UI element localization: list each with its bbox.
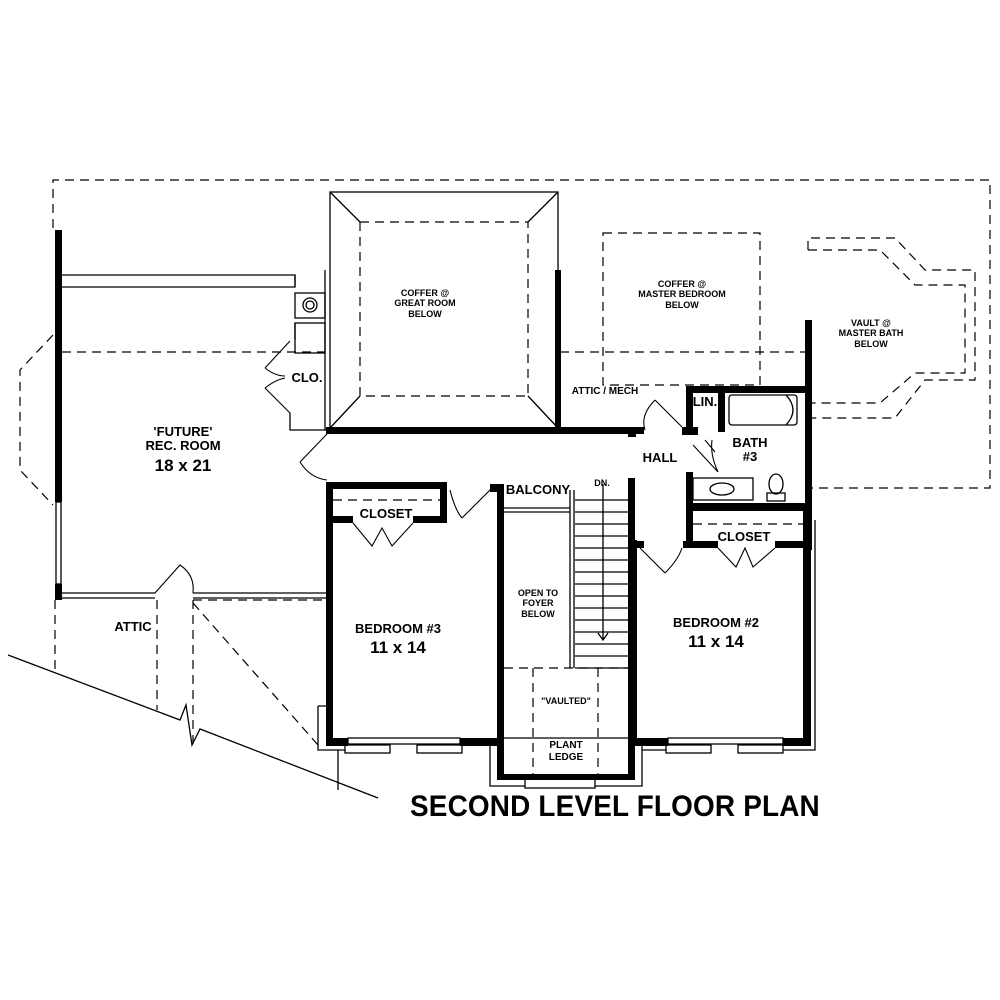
attic-label: ATTIC (114, 619, 152, 634)
bath3-label: BATH #3 (732, 435, 768, 465)
balcony-label: BALCONY (505, 482, 571, 497)
plan-title: SECOND LEVEL FLOOR PLAN (410, 790, 820, 823)
linen-label: LIN. (692, 394, 718, 409)
vault-master-bath-note: VAULT @ MASTER BATH BELOW (838, 318, 904, 349)
roof-outline (52, 179, 991, 489)
clo-label: CLO. (291, 370, 323, 385)
stair-treads (575, 484, 628, 669)
bedroom2-closet-label: CLOSET (717, 529, 771, 544)
bedroom3-closet-label: CLOSET (359, 506, 413, 521)
rec-room-west-wall (55, 230, 62, 502)
coffer-master-bedroom-note: COFFER @ MASTER BEDROOM BELOW (638, 279, 726, 310)
bedroom2-size: 11 x 14 (688, 632, 744, 651)
open-to-foyer-note: OPEN TO FOYER BELOW (517, 588, 559, 619)
hall-label: HALL (642, 450, 678, 465)
stair-down-label: DN. (594, 478, 610, 488)
rec-room-size: 18 x 21 (154, 456, 212, 475)
vaulted-note: "VAULTED" (541, 696, 591, 706)
bedroom3-label: BEDROOM #3 (355, 621, 441, 636)
plant-ledge-note: PLANT LEDGE (548, 740, 584, 763)
rec-room-label: 'FUTURE' REC. ROOM (145, 424, 221, 454)
attic-mech-label: ATTIC / MECH (571, 386, 639, 397)
bedroom3-size: 11 x 14 (370, 638, 426, 657)
bedroom2-label: BEDROOM #2 (673, 615, 759, 630)
coffer-great-room-note: COFFER @ GREAT ROOM BELOW (394, 288, 456, 319)
